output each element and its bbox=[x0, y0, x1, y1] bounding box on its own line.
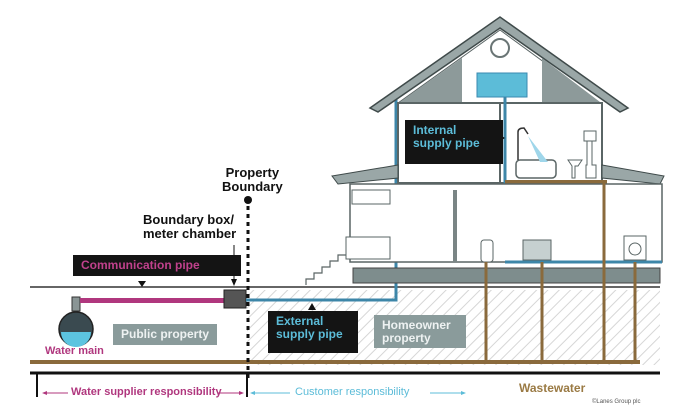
supplier-arrow-head-left bbox=[42, 391, 47, 395]
external-supply-pipe bbox=[246, 90, 398, 302]
gable-right-shade bbox=[542, 58, 600, 102]
ground-toilet bbox=[480, 239, 494, 263]
shower-spray bbox=[528, 136, 548, 162]
water-main-water bbox=[61, 332, 91, 347]
ground-sink bbox=[522, 239, 552, 261]
meter-box bbox=[223, 289, 247, 309]
communication-pipe-label: Communication pipe bbox=[73, 255, 241, 276]
internal-supply-pipe-label: Internal supply pipe bbox=[405, 120, 503, 164]
wastewater-label: Wastewater bbox=[519, 381, 586, 395]
washing-machine-door bbox=[628, 242, 642, 256]
customer-responsibility-label: Customer responsibility bbox=[295, 386, 410, 398]
boundary-dot bbox=[244, 196, 252, 204]
cold-water-tank bbox=[476, 72, 528, 98]
roof bbox=[368, 16, 630, 113]
bathtub bbox=[515, 159, 557, 179]
ground-floor-wall bbox=[349, 183, 663, 263]
supplier-arrow-head-right bbox=[239, 391, 244, 395]
customer-arrow-head-right bbox=[461, 391, 466, 395]
external-pipe-pointer bbox=[308, 303, 316, 310]
water-main-label: Water main bbox=[45, 345, 104, 357]
lower-eave-right bbox=[601, 164, 665, 185]
homeowner-property-label: Homeowner property bbox=[374, 315, 466, 349]
balcony-rail bbox=[351, 189, 391, 205]
foundation bbox=[352, 267, 661, 284]
copyright-label: ©Lanes Group plc bbox=[592, 399, 641, 405]
gable-left-shade bbox=[400, 58, 462, 102]
communication-pipe bbox=[80, 298, 226, 303]
porch-rail bbox=[345, 236, 391, 260]
customer-arrow-head-left bbox=[250, 391, 255, 395]
property-boundary-label: Property Boundary bbox=[222, 165, 283, 194]
attic-window bbox=[490, 38, 510, 58]
stairs bbox=[305, 254, 346, 285]
communication-pipe-pointer bbox=[138, 281, 146, 287]
external-supply-pipe-label: External supply pipe bbox=[268, 311, 358, 353]
shower-head bbox=[517, 127, 529, 160]
lower-eave-left bbox=[331, 164, 399, 185]
boundary-box-arrow-head bbox=[231, 279, 237, 286]
upstairs-cistern bbox=[583, 130, 597, 142]
upstairs-toilet bbox=[585, 140, 597, 179]
upper-floor-slab bbox=[505, 180, 607, 185]
water-supplier-responsibility-label: Water supplier responsibility bbox=[71, 386, 222, 398]
water-main-riser bbox=[71, 296, 81, 312]
upstairs-sink bbox=[567, 159, 583, 179]
boundary-box-label: Boundary box/ meter chamber bbox=[143, 212, 237, 241]
public-property-label: Public property bbox=[113, 324, 218, 345]
